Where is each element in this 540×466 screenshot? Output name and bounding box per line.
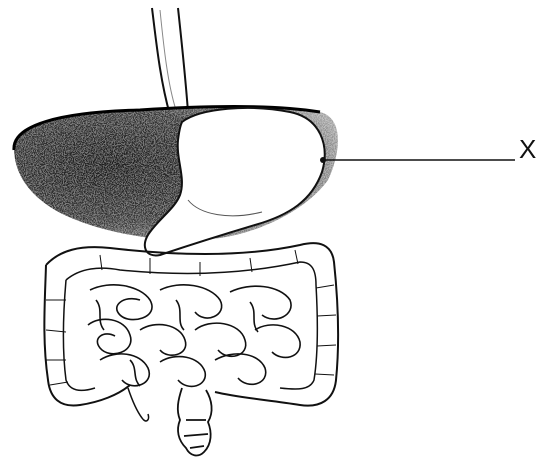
appendix (128, 388, 149, 421)
label-x-pointer (320, 157, 515, 163)
rectum (178, 388, 212, 455)
small-intestine (88, 285, 300, 387)
label-x: X (519, 136, 536, 162)
oesophagus (152, 8, 188, 115)
